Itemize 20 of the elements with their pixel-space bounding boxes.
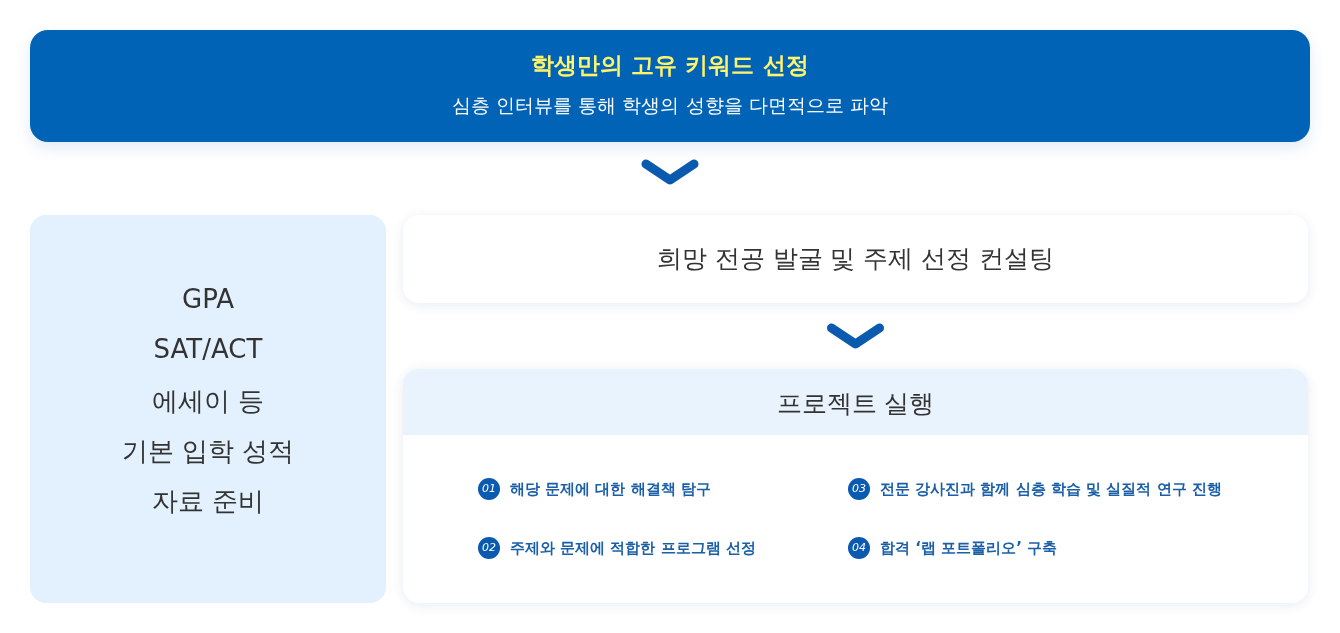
step-title: 희망 전공 발굴 및 주제 선정 컨설팅 bbox=[655, 243, 1056, 275]
panel-title: 프로젝트 실행 bbox=[775, 388, 936, 420]
badge-number: 04 bbox=[851, 541, 867, 555]
info-text: 에세이 등 bbox=[150, 385, 266, 418]
info-text: GPA bbox=[181, 284, 235, 314]
header-banner bbox=[30, 30, 1310, 142]
item-text: 주제와 문제에 적합한 프로그램 선정 bbox=[510, 538, 756, 558]
item-text: 해당 문제에 대한 해결책 탐구 bbox=[510, 479, 711, 499]
info-text: 기본 입학 성적 bbox=[120, 435, 296, 468]
info-panel bbox=[30, 215, 386, 603]
badge-number: 01 bbox=[481, 482, 497, 496]
banner-title: 학생만의 고유 키워드 선정 bbox=[530, 51, 810, 80]
item-text: 합격 ‘랩 포트폴리오’ 구축 bbox=[880, 538, 1058, 558]
project-panel bbox=[403, 369, 1308, 603]
info-text: SAT/ACT bbox=[152, 334, 264, 364]
item-text: 전문 강사진과 함께 심층 학습 및 실질적 연구 진행 bbox=[880, 479, 1222, 499]
banner-subtitle: 심층 인터뷰를 통해 학생의 성향을 다면적으로 파악 bbox=[451, 93, 889, 118]
info-text: 자료 준비 bbox=[150, 485, 266, 518]
badge-number: 03 bbox=[851, 482, 867, 496]
badge-number: 02 bbox=[481, 541, 497, 555]
